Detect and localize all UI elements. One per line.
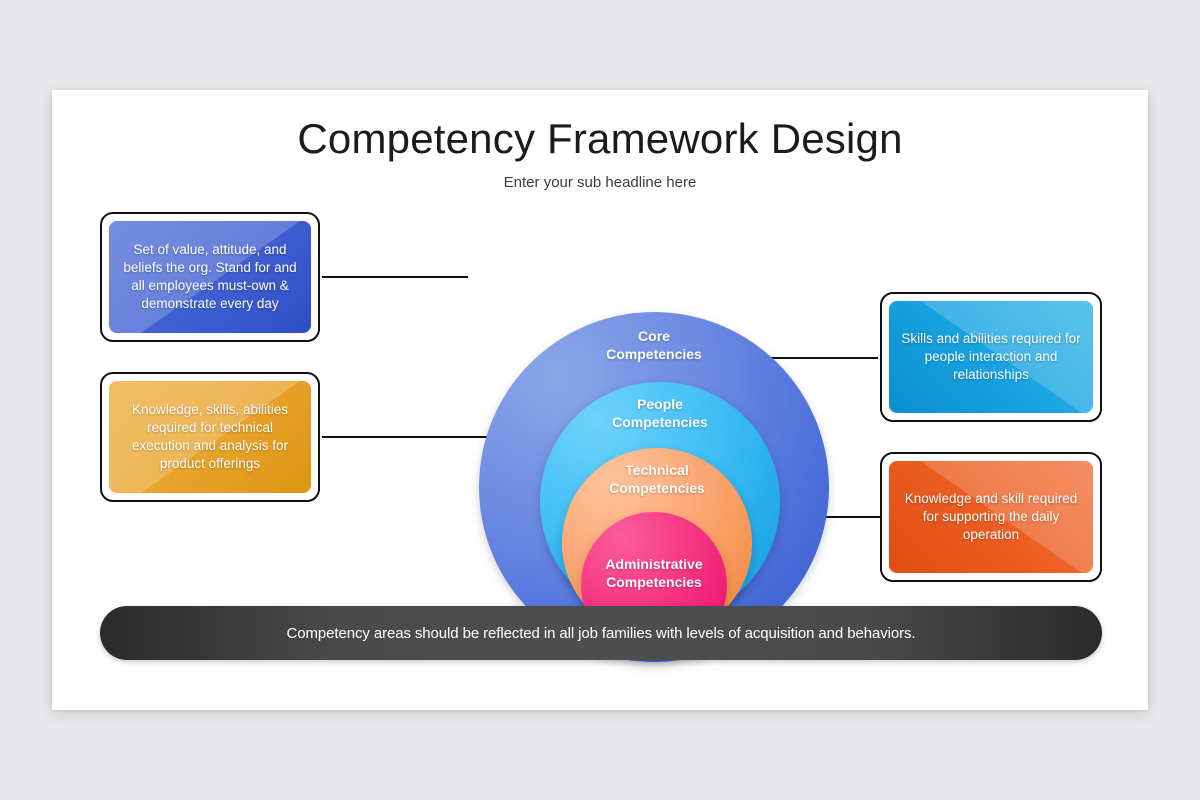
- callout-people-text: Skills and abilities required for people…: [901, 331, 1081, 382]
- callout-core-body: Set of value, attitude, and beliefs the …: [109, 221, 311, 333]
- connector-core: [322, 276, 468, 278]
- page-title: Competency Framework Design: [297, 115, 903, 162]
- ring-administrative-label-line2: Competencies: [606, 573, 702, 590]
- ring-core-label-line2: Competencies: [606, 345, 702, 362]
- footer-banner: Competency areas should be reflected in …: [100, 606, 1102, 660]
- ring-core-label: Core Competencies: [479, 328, 829, 364]
- callout-administrative-text: Knowledge and skill required for support…: [904, 491, 1078, 542]
- slide-card: Competency Framework Design Enter your s…: [52, 90, 1148, 710]
- callout-core-competencies[interactable]: Set of value, attitude, and beliefs the …: [100, 212, 320, 342]
- callout-technical-text: Knowledge, skills, abilities required fo…: [131, 402, 289, 471]
- connector-people: [727, 357, 878, 359]
- ring-administrative-label-line1: Administrative: [605, 556, 703, 572]
- ring-administrative-label: Administrative Competencies: [581, 556, 727, 592]
- footer-note-text: Competency areas should be reflected in …: [286, 624, 916, 642]
- callout-technical-body: Knowledge, skills, abilities required fo…: [109, 381, 311, 493]
- callout-administrative-body: Knowledge and skill required for support…: [889, 461, 1093, 573]
- competency-circles-diagram: Core Competencies People Competencies Te…: [427, 220, 829, 662]
- callout-people-body: Skills and abilities required for people…: [889, 301, 1093, 413]
- callout-core-text: Set of value, attitude, and beliefs the …: [123, 242, 297, 311]
- callout-people-competencies[interactable]: Skills and abilities required for people…: [880, 292, 1102, 422]
- callout-administrative-competencies[interactable]: Knowledge and skill required for support…: [880, 452, 1102, 582]
- ring-technical-label-line2: Competencies: [609, 479, 705, 496]
- connector-tech: [322, 436, 488, 438]
- page-subtitle: Enter your sub headline here: [503, 174, 697, 191]
- ring-core-label-line1: Core: [638, 328, 670, 344]
- callout-technical-competencies[interactable]: Knowledge, skills, abilities required fo…: [100, 372, 320, 502]
- ring-people-label-line2: Competencies: [612, 413, 708, 430]
